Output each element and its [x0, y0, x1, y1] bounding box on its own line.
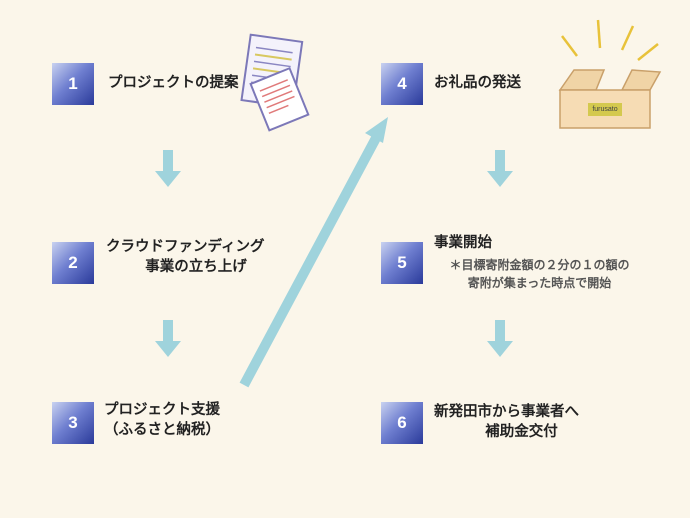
- step-5-badge: 5: [381, 242, 423, 284]
- step-2-number: 2: [68, 253, 78, 272]
- step-1-label: プロジェクトの提案: [108, 73, 239, 93]
- box-illustration: [558, 19, 662, 129]
- step-5-label: 事業開始: [434, 233, 492, 253]
- step-2-line2: 事業の立ち上げ: [145, 259, 247, 275]
- step-1-number: 1: [68, 74, 78, 93]
- step-4-label: お礼品の発送: [434, 73, 521, 93]
- step-3-line2: （ふるさと納税）: [104, 422, 220, 438]
- step-1-badge: 1: [52, 63, 94, 105]
- step-6-line2: 補助金交付: [485, 424, 558, 440]
- step-5-line1: 事業開始: [434, 235, 492, 251]
- step-2-badge: 2: [52, 242, 94, 284]
- step-6-label: 新発田市から事業者へ 補助金交付: [434, 402, 609, 442]
- step-4-number: 4: [397, 74, 407, 93]
- arrow-down-2-to-3: [155, 320, 181, 357]
- box-label: furusato: [592, 106, 618, 113]
- arrow-down-1-to-2: [155, 150, 181, 187]
- documents-illustration: [240, 33, 310, 132]
- arrow-diagonal-3-to-4: [239, 117, 388, 388]
- step-4-line1: お礼品の発送: [434, 75, 521, 91]
- step-2-line1: クラウドファンディング: [106, 239, 265, 255]
- step-6-line1: 新発田市から事業者へ: [434, 404, 579, 420]
- step-3-number: 3: [68, 413, 78, 432]
- step-5-note: ＊目標寄附金額の２分の１の額の 寄附が集まった時点で開始: [432, 256, 647, 292]
- step-2-label: クラウドファンディング 事業の立ち上げ: [106, 237, 286, 277]
- step-5-note-line1: ＊目標寄附金額の２分の１の額の: [449, 258, 630, 272]
- step-6-badge: 6: [381, 402, 423, 444]
- step-3-badge: 3: [52, 402, 94, 444]
- step-3-line1: プロジェクト支援: [104, 402, 220, 418]
- arrow-down-4-to-5: [487, 150, 513, 187]
- step-6-number: 6: [397, 413, 407, 432]
- step-4-badge: 4: [381, 63, 423, 105]
- step-3-label: プロジェクト支援 （ふるさと納税）: [104, 400, 244, 440]
- step-5-note-line2: 寄附が集まった時点で開始: [467, 276, 612, 290]
- step-1-line1: プロジェクトの提案: [108, 75, 239, 91]
- arrow-down-5-to-6: [487, 320, 513, 357]
- step-5-number: 5: [397, 253, 407, 272]
